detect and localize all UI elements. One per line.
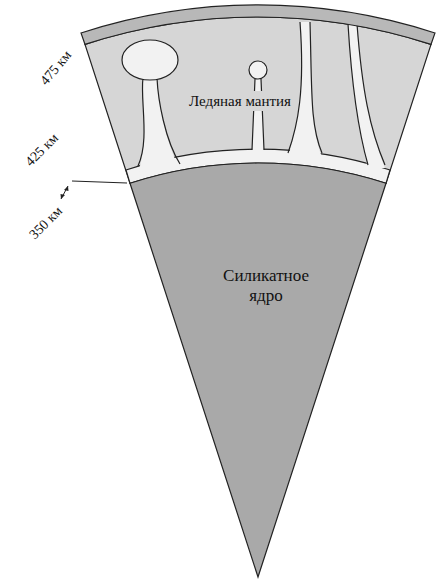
region: Силикатное ядро bbox=[211, 266, 321, 307]
region-label: Силикатное ядро bbox=[211, 266, 321, 307]
region-label: Ледяная мантия bbox=[185, 91, 295, 111]
leader-line bbox=[72, 181, 127, 183]
plume-outline bbox=[288, 22, 322, 153]
plume-head bbox=[249, 61, 267, 79]
plume-head bbox=[122, 40, 178, 80]
dimension-label: 475 км bbox=[37, 47, 75, 88]
dimension-arrow bbox=[61, 186, 68, 199]
dimension-label: 425 км bbox=[22, 130, 62, 170]
plume-outline bbox=[252, 79, 264, 150]
plume-fill bbox=[288, 22, 322, 157]
plume-outline bbox=[138, 78, 180, 166]
silicate-core bbox=[130, 163, 386, 577]
plume-outline bbox=[348, 24, 385, 165]
dimension-label: 350 км bbox=[26, 203, 66, 243]
arrow-head bbox=[61, 186, 69, 199]
ice-mantle bbox=[85, 17, 431, 183]
plume-fill bbox=[138, 78, 180, 172]
region: Ледяная мантия bbox=[185, 91, 295, 111]
plume-fill bbox=[348, 24, 385, 168]
crust bbox=[81, 5, 435, 44]
